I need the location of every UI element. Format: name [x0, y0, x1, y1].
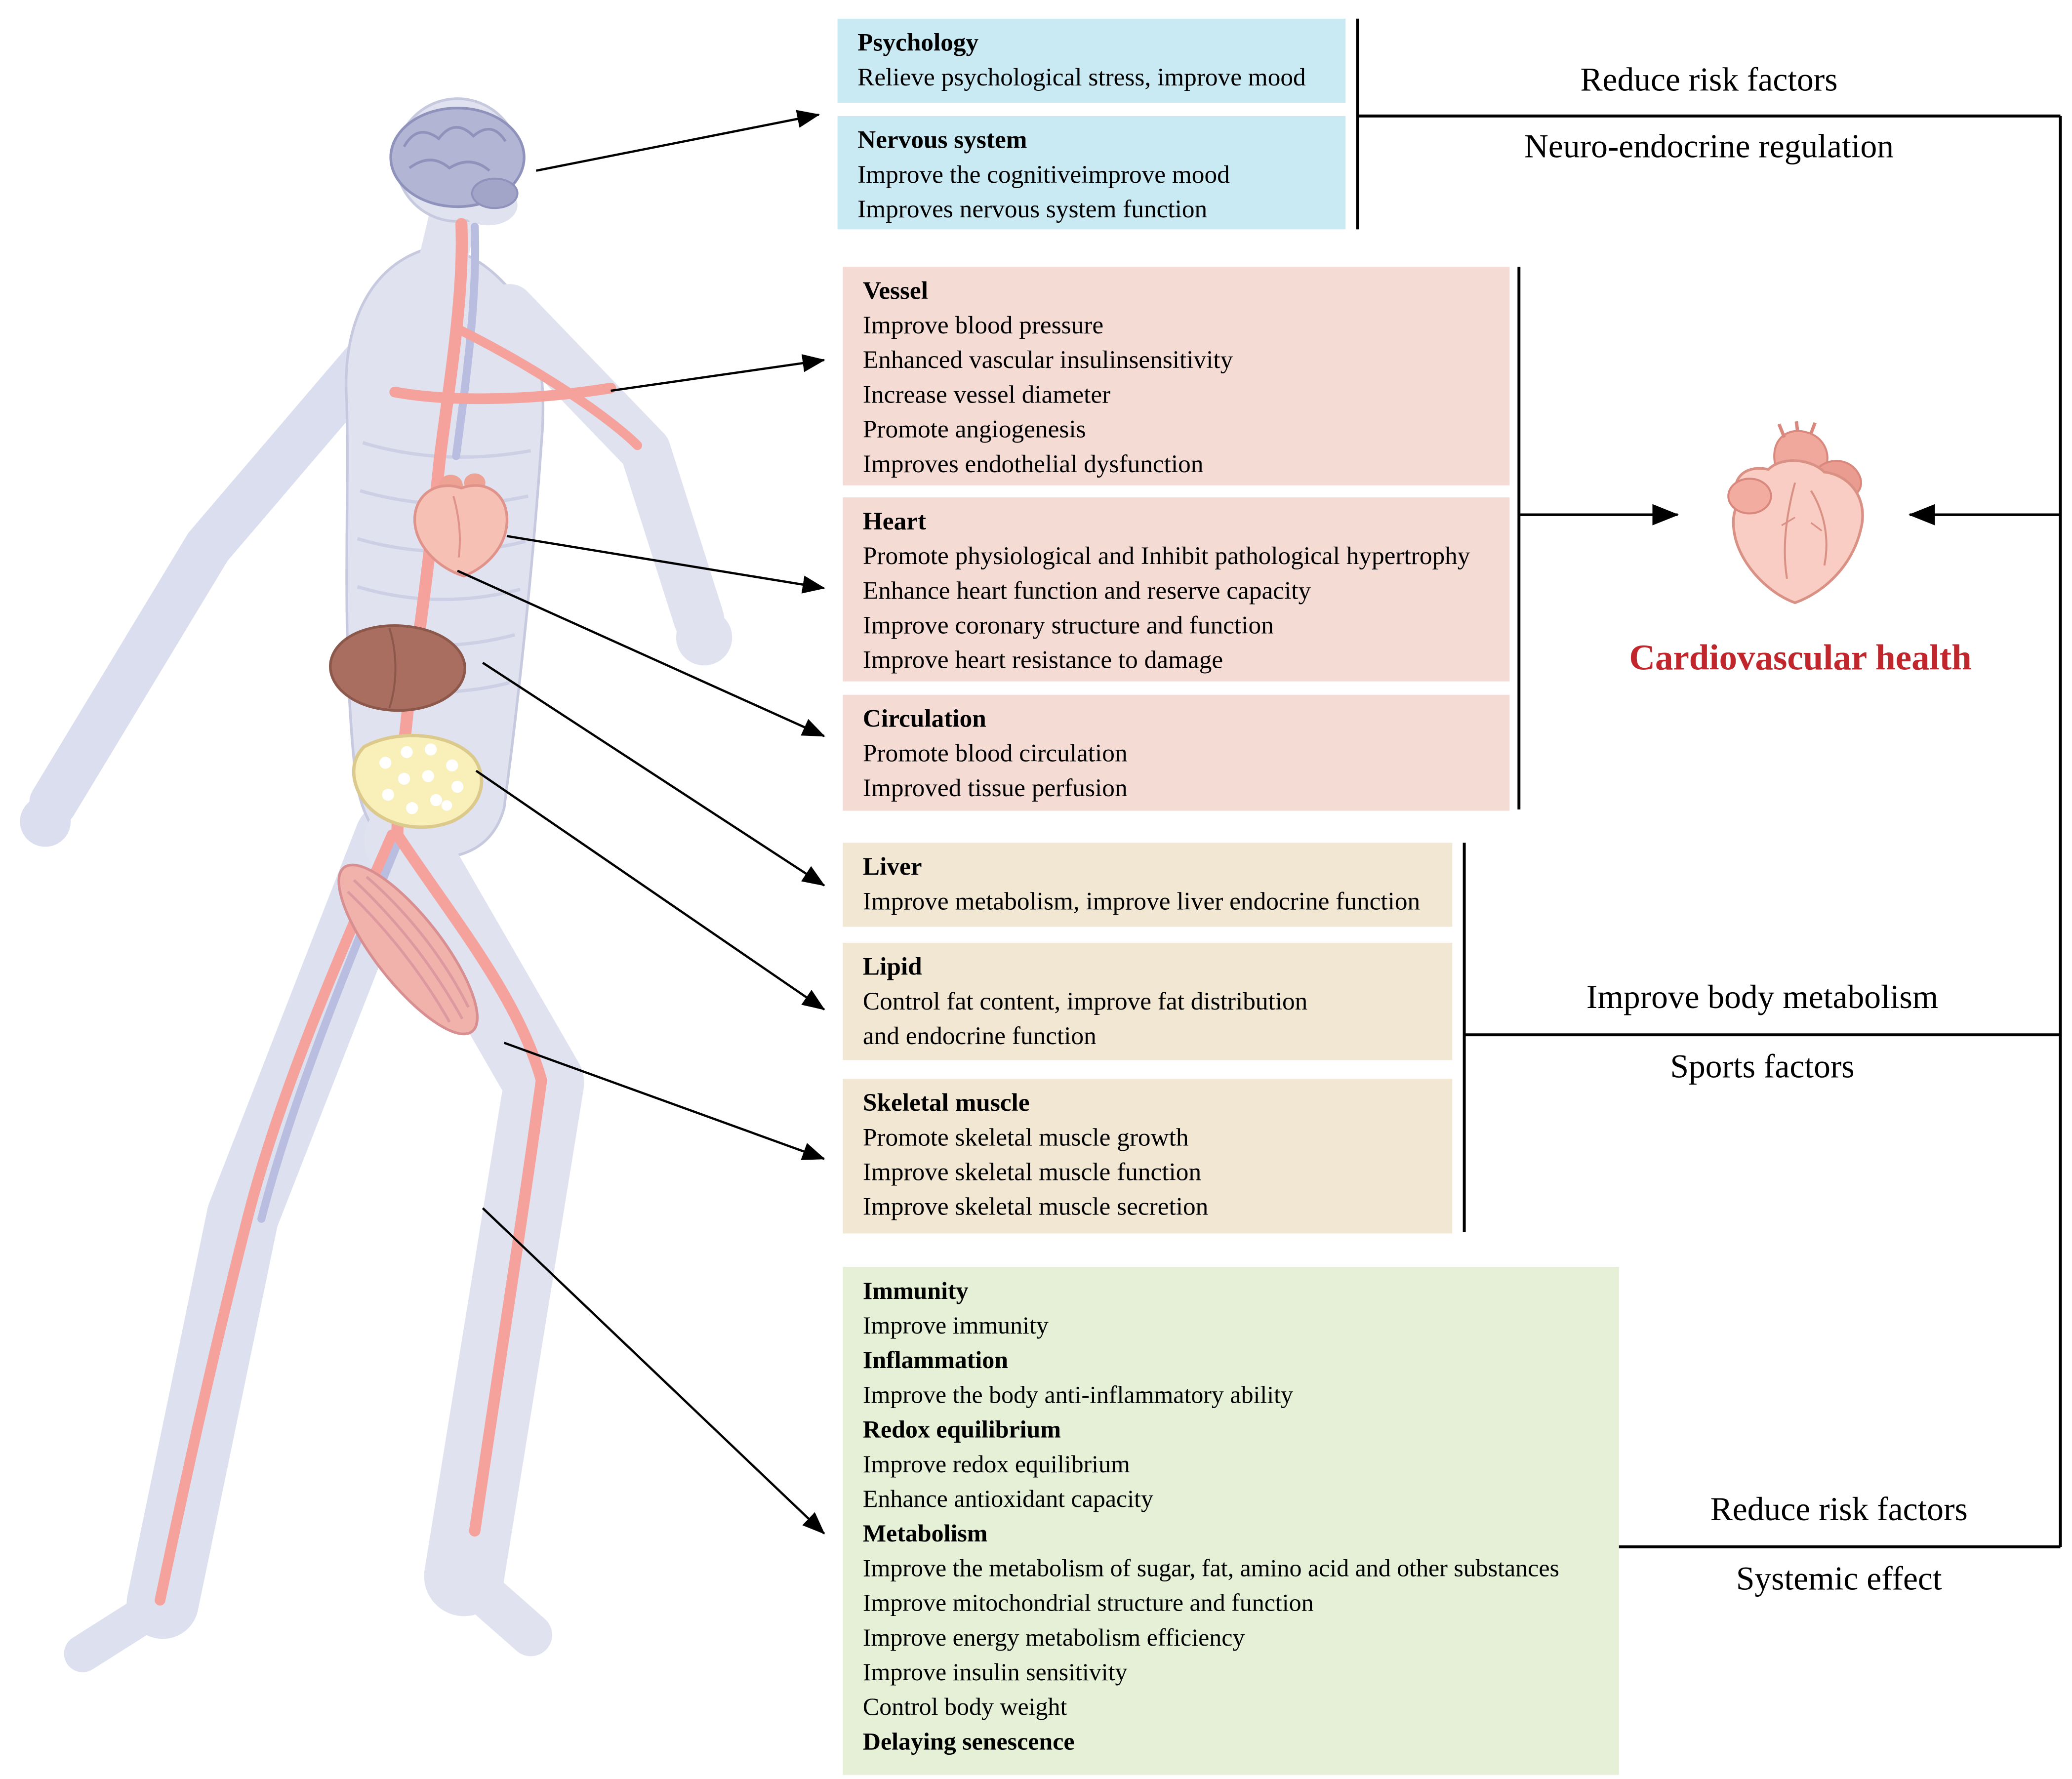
nervous-system-box: Nervous system Improve the cognitiveimpr… — [837, 116, 1346, 230]
arrow-liver-to-liver-box — [482, 661, 825, 887]
psychology-box: Psychology Relieve psychological stress,… — [837, 18, 1346, 103]
organ-arrows — [457, 110, 825, 1535]
box-line: Redox equilibrium — [862, 1417, 1061, 1445]
label-reduce-risk-bottom: Reduce risk factors — [1710, 1492, 1968, 1529]
box-line: Improve redox equilibrium — [862, 1452, 1130, 1479]
arrow-vessel-to-vessel-box — [610, 354, 825, 392]
label-systemic-effect: Systemic effect — [1736, 1561, 1942, 1598]
label-neuro-endocrine: Neuro-endocrine regulation — [1524, 129, 1894, 165]
box-line: Improve immunity — [862, 1313, 1049, 1340]
heart-organ-icon — [413, 473, 509, 578]
box-line: Improve the metabolism of sugar, fat, am… — [862, 1556, 1559, 1583]
box-line: Improve blood pressure — [862, 312, 1104, 340]
box-line: Delaying senescence — [862, 1729, 1075, 1756]
box-line: Promote skeletal muscle growth — [862, 1124, 1189, 1152]
systemic-effect-box: Immunity Improve immunity Inflammation I… — [843, 1267, 1619, 1775]
box-line: Improve the body anti-inflammatory abili… — [862, 1382, 1294, 1410]
box-line: Improve the cognitiveimprove mood — [857, 161, 1230, 190]
box-line: Improve insulin sensitivity — [862, 1660, 1128, 1687]
box-line: Enhance heart function and reserve capac… — [862, 577, 1311, 606]
label-improve-body-metabolism: Improve body metabolism — [1586, 980, 1939, 1016]
arrow-heart-to-heart-box — [506, 535, 825, 594]
skeletal-muscle-icon — [337, 863, 479, 1036]
arrow-aorta-to-circulation-box — [457, 569, 825, 737]
box-line: Improve energy metabolism efficiency — [862, 1625, 1245, 1653]
bracket-lines — [1356, 18, 2062, 1548]
box-line: Inflammation — [862, 1348, 1009, 1375]
box-line: Enhanced vascular insulinsensitivity — [862, 347, 1233, 375]
liver-box: Liver Improve metabolism, improve liver … — [843, 843, 1453, 927]
box-line: Promote angiogenesis — [862, 416, 1086, 445]
box-title: Liver — [862, 853, 922, 882]
heart-illustration — [1727, 421, 1864, 605]
box-line: Improve coronary structure and function — [862, 612, 1274, 640]
cardiovascular-health-label: Cardiovascular health — [1629, 637, 1972, 678]
arrow-fat-to-lipid-box — [475, 769, 825, 1011]
box-line: Improved tissue perfusion — [862, 774, 1128, 803]
label-sports-factors: Sports factors — [1670, 1049, 1855, 1086]
box-line: Control fat content, improve fat distrib… — [862, 988, 1308, 1016]
box-title: Heart — [862, 508, 927, 536]
box-line: Immunity — [862, 1279, 969, 1306]
vessel-box: Vessel Improve blood pressure Enhanced v… — [843, 267, 1510, 485]
box-line: Improve skeletal muscle function — [862, 1159, 1202, 1187]
heart-box: Heart Promote physiological and Inhibit … — [843, 497, 1510, 682]
box-line: Relieve psychological stress, improve mo… — [857, 64, 1306, 92]
box-line: Improve metabolism, improve liver endocr… — [862, 888, 1421, 916]
box-line: Promote physiological and Inhibit pathol… — [862, 542, 1470, 571]
skeletal-muscle-box: Skeletal muscle Promote skeletal muscle … — [843, 1079, 1453, 1234]
brain-icon — [389, 107, 526, 209]
circulation-box: Circulation Promote blood circulation Im… — [843, 694, 1510, 811]
atrium — [1727, 478, 1772, 515]
box-line: Increase vessel diameter — [862, 381, 1111, 409]
box-line: Improve skeletal muscle secretion — [862, 1193, 1209, 1222]
box-line: Control body weight — [862, 1695, 1067, 1722]
box-line: Improve heart resistance to damage — [862, 647, 1223, 675]
box-title: Circulation — [862, 705, 986, 733]
box-title: Psychology — [857, 29, 979, 58]
arrow-leg-to-systemic-box — [482, 1207, 825, 1535]
box-line: Improves nervous system function — [857, 196, 1208, 224]
box-title: Vessel — [862, 277, 928, 306]
arrow-muscle-to-skeletal-box — [503, 1042, 825, 1160]
box-line: Metabolism — [862, 1521, 988, 1548]
label-reduce-risk-top: Reduce risk factors — [1580, 62, 1838, 99]
box-title: Lipid — [862, 953, 922, 982]
box-title: Skeletal muscle — [862, 1089, 1030, 1118]
box-line: Improves endothelial dysfunction — [862, 450, 1204, 479]
box-line: Enhance antioxidant capacity — [862, 1487, 1153, 1514]
arrow-brain-to-psychology — [535, 110, 820, 172]
running-human-figure — [20, 97, 732, 1672]
liver-icon — [329, 624, 466, 712]
box-line: Promote blood circulation — [862, 740, 1128, 768]
lipid-box: Lipid Control fat content, improve fat d… — [843, 942, 1453, 1060]
pancreas-fat-icon — [352, 734, 484, 829]
box-line: Improve mitochondrial structure and func… — [862, 1591, 1314, 1618]
box-line: and endocrine function — [862, 1022, 1097, 1051]
box-title: Nervous system — [857, 126, 1027, 155]
